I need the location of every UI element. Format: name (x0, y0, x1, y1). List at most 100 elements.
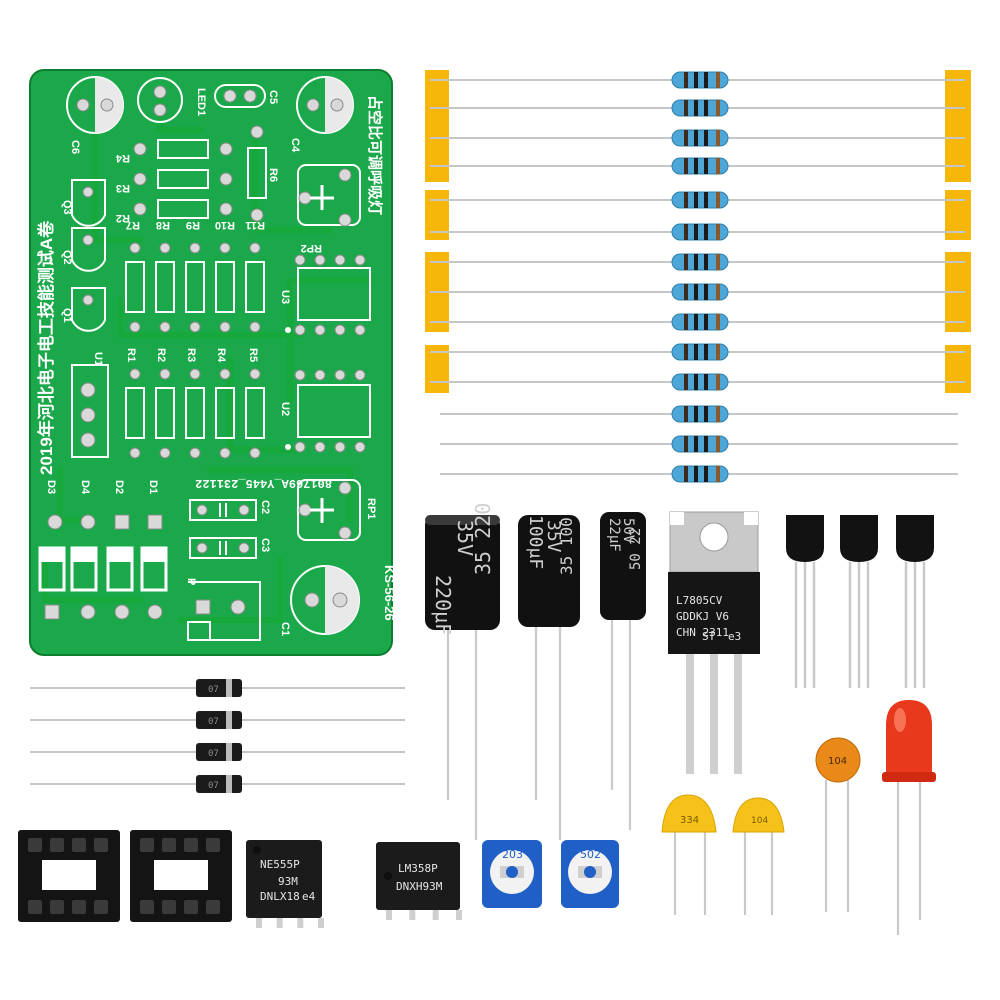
resistor-band (716, 436, 720, 452)
diode-body (196, 743, 242, 761)
label-c1: C1 (279, 622, 291, 636)
resistor-band (694, 466, 698, 482)
resistor-band (694, 406, 698, 422)
resistor-band (704, 158, 708, 174)
resistor-band (704, 374, 708, 390)
ic-socket (130, 830, 232, 922)
diode: 07 (30, 711, 405, 729)
chip-pin (432, 910, 439, 920)
resistor-band (716, 254, 720, 270)
cap100-side: 35 100 (557, 517, 576, 575)
lm358-line2: DNXH93M (396, 880, 443, 893)
diode-cathode-band (226, 679, 232, 697)
label-rp2: RP2 (301, 242, 322, 254)
resistor (430, 373, 965, 391)
resistor-band (684, 406, 688, 422)
resistor-band (716, 192, 720, 208)
diode: 07 (30, 679, 405, 697)
pcb-side-code: KS-56-26 (382, 565, 397, 621)
rp2-footprint (297, 164, 361, 227)
diode-label: 07 (208, 781, 219, 791)
transistor-body (786, 515, 824, 562)
socket-pin (206, 838, 220, 852)
resistor (430, 313, 965, 331)
socket-window (154, 860, 208, 890)
label-d2: D2 (113, 480, 125, 494)
resistor-band (716, 72, 720, 88)
pcb-silk-labels: C6 LED1 C5 C4 RP2 R4 R3 R2 R6 R7 R8 R9 R… (45, 88, 377, 636)
u1-footprint (71, 364, 109, 458)
label-r2: R2 (116, 212, 130, 224)
socket-pin (72, 900, 86, 914)
diode-cathode-band (226, 711, 232, 729)
label-d1: D1 (147, 480, 159, 494)
diode-label: 07 (208, 717, 219, 727)
resistor-band (694, 100, 698, 116)
chip-pin (456, 910, 462, 920)
chip-pin (297, 918, 304, 928)
resistor-band (684, 192, 688, 208)
pcb-board: 2019年河北电子电工技能测试A卷 占空比可调呼吸灯 801769A_Y445_… (29, 69, 397, 656)
resistor-band (684, 72, 688, 88)
q1-footprint (71, 287, 106, 332)
resistor-band (684, 344, 688, 360)
ceramic-cap-334: 334 (661, 794, 717, 915)
resistor (430, 191, 965, 209)
red-led (882, 700, 936, 935)
socket-pin (162, 838, 176, 852)
label-r4: R4 (115, 152, 130, 164)
resistor-band (704, 72, 708, 88)
label-u3: U3 (279, 290, 291, 304)
ceramic-104o-code: 104 (828, 756, 847, 767)
ne555-line3: DNLX18 (260, 890, 300, 903)
resistor-band (684, 130, 688, 146)
pcb-subtitle: 占空比可调呼吸灯 (366, 95, 384, 215)
c2-c3-footprints (189, 499, 257, 559)
chip-pin (318, 918, 324, 928)
rp1-footprint (297, 479, 361, 541)
u3-footprint (285, 254, 371, 336)
resistor-band (704, 406, 708, 422)
cap220-voltage: 35V (453, 520, 477, 556)
led1-footprint (214, 84, 266, 108)
resistor-band (684, 374, 688, 390)
resistor (440, 405, 958, 423)
resistor-band (694, 314, 698, 330)
diode-pads (47, 514, 163, 530)
c5-area-footprint (137, 77, 183, 123)
c4-footprint (296, 76, 354, 134)
resistor (430, 223, 965, 241)
diode-body (196, 775, 242, 793)
resistor-band (716, 374, 720, 390)
transistor-body (840, 515, 878, 562)
resistor-band (684, 254, 688, 270)
label-q1: Q1 (61, 308, 73, 323)
r4-r2-footprints (133, 139, 233, 219)
trimpot-203: 203 (482, 840, 542, 908)
label-rp1: RP1 (365, 498, 377, 519)
socket-pin (72, 838, 86, 852)
regulator-line2: GDDKJ V6 (676, 610, 729, 623)
regulator-logo: ST (702, 630, 716, 643)
label-r3: R3 (116, 182, 130, 194)
resistor-band (716, 130, 720, 146)
socket-pin (140, 838, 154, 852)
label-r1: R1 (125, 348, 137, 362)
diode-label: 07 (208, 749, 219, 759)
regulator-mark: e3 (728, 630, 741, 643)
ic-socket (18, 830, 120, 922)
resistor-band (716, 284, 720, 300)
resistor-band (704, 130, 708, 146)
resistor (440, 435, 958, 453)
resistor-band (716, 466, 720, 482)
resistor (440, 465, 958, 483)
resistor-band (684, 436, 688, 452)
socket-pin (184, 838, 198, 852)
capacitor-100uf: 100μF 35V 35 100 (518, 515, 580, 840)
r7-r11-footprints (125, 242, 265, 333)
resistor-band (684, 314, 688, 330)
label-r10: R10 (215, 219, 235, 231)
label-led1: LED1 (195, 88, 207, 116)
cap22-side: 50 22 (628, 528, 644, 570)
label-r8: R8 (156, 219, 170, 231)
